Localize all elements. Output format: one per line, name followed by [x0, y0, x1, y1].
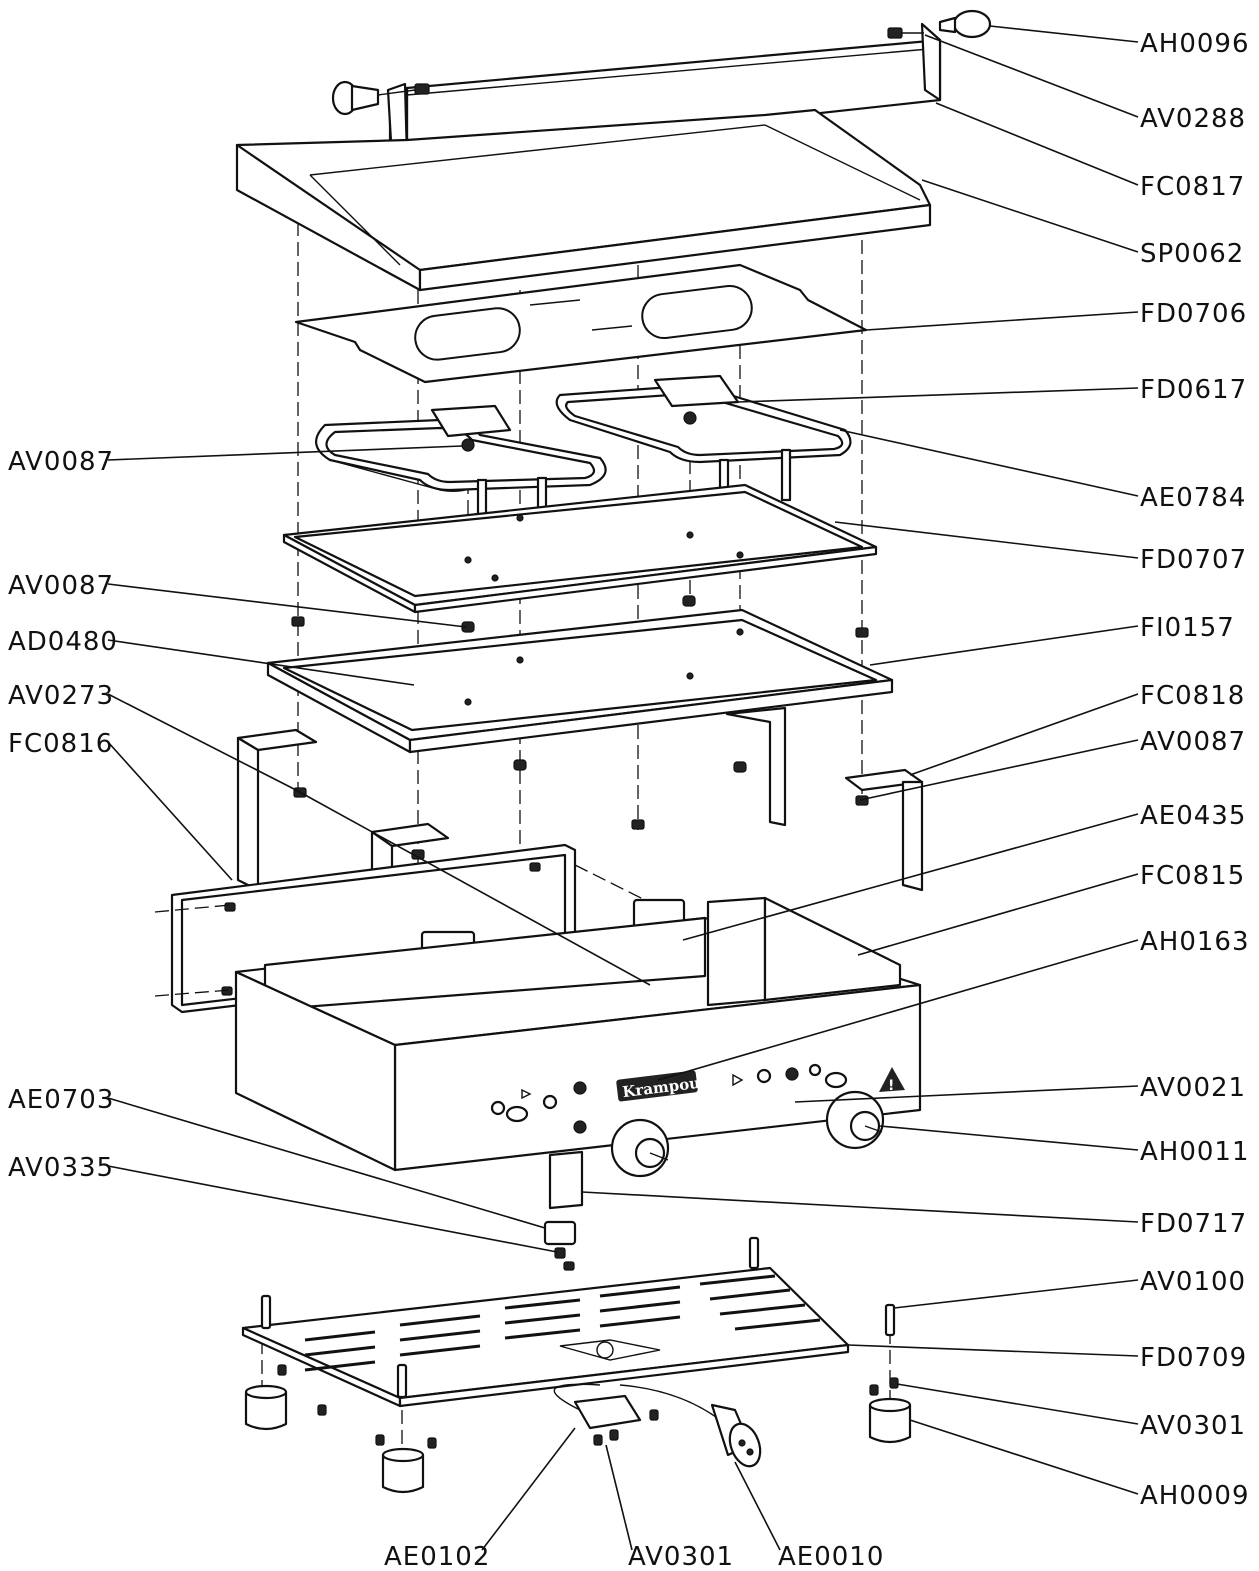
frame-plate — [282, 483, 878, 614]
callout-labels: AH0096 AV0288 FC0817 SP0062 FD0706 FD061… — [8, 29, 1250, 1571]
label-ae0010: AE0010 — [778, 1542, 884, 1571]
insulation-tray — [266, 608, 894, 773]
power-cable — [553, 1383, 721, 1446]
label-sp0062: SP0062 — [1140, 239, 1244, 269]
label-ah0096: AH0096 — [1140, 29, 1250, 59]
label-ah0011: AH0011 — [1140, 1137, 1250, 1167]
label-fd0717: FD0717 — [1140, 1209, 1247, 1239]
label-ah0163: AH0163 — [1140, 927, 1250, 957]
griddle-plate — [235, 22, 942, 292]
label-fc0817: FC0817 — [1140, 172, 1245, 202]
heat-shield-sheet — [294, 263, 868, 384]
label-av0087-top: AV0087 — [8, 447, 114, 477]
label-fd0617: FD0617 — [1140, 375, 1247, 405]
knob-top-right — [887, 9, 992, 39]
svg-text:!: ! — [888, 1078, 894, 1094]
label-ae0703: AE0703 — [8, 1085, 114, 1115]
label-av0288: AV0288 — [1140, 104, 1246, 134]
leader-lines — [107, 25, 1139, 1551]
label-fd0709: FD0709 — [1140, 1343, 1247, 1373]
label-av0087-mid: AV0087 — [8, 571, 114, 601]
label-av0021: AV0021 — [1140, 1073, 1246, 1103]
vent-slots — [304, 1274, 821, 1372]
label-av0100: AV0100 — [1140, 1267, 1246, 1297]
control-knob-icon — [825, 1090, 885, 1150]
label-av0301-right: AV0301 — [1140, 1411, 1246, 1441]
label-ad0480: AD0480 — [8, 627, 118, 657]
knob-top-left — [331, 80, 430, 116]
label-ah0009: AH0009 — [1140, 1481, 1250, 1511]
base-plate — [241, 1266, 850, 1408]
feet — [244, 1236, 912, 1494]
label-fd0706: FD0706 — [1140, 299, 1247, 329]
label-fc0815: FC0815 — [1140, 861, 1245, 891]
warning-triangle-icon: ! — [879, 1067, 905, 1094]
power-plug-icon — [710, 1403, 762, 1468]
label-fi0157: FI0157 — [1140, 613, 1235, 643]
label-av0335: AV0335 — [8, 1153, 114, 1183]
label-ae0435: AE0435 — [1140, 801, 1246, 831]
label-fc0816: FC0816 — [8, 729, 113, 759]
label-av0301-bottom: AV0301 — [628, 1542, 734, 1571]
control-knob-icon — [610, 1118, 670, 1178]
label-ae0784: AE0784 — [1140, 483, 1246, 513]
label-fc0818: FC0818 — [1140, 681, 1245, 711]
label-ae0102: AE0102 — [384, 1542, 490, 1571]
label-av0273: AV0273 — [8, 681, 114, 711]
label-av0087-right: AV0087 — [1140, 727, 1246, 757]
lower-bracket — [543, 1150, 584, 1271]
label-fd0707: FD0707 — [1140, 545, 1247, 575]
